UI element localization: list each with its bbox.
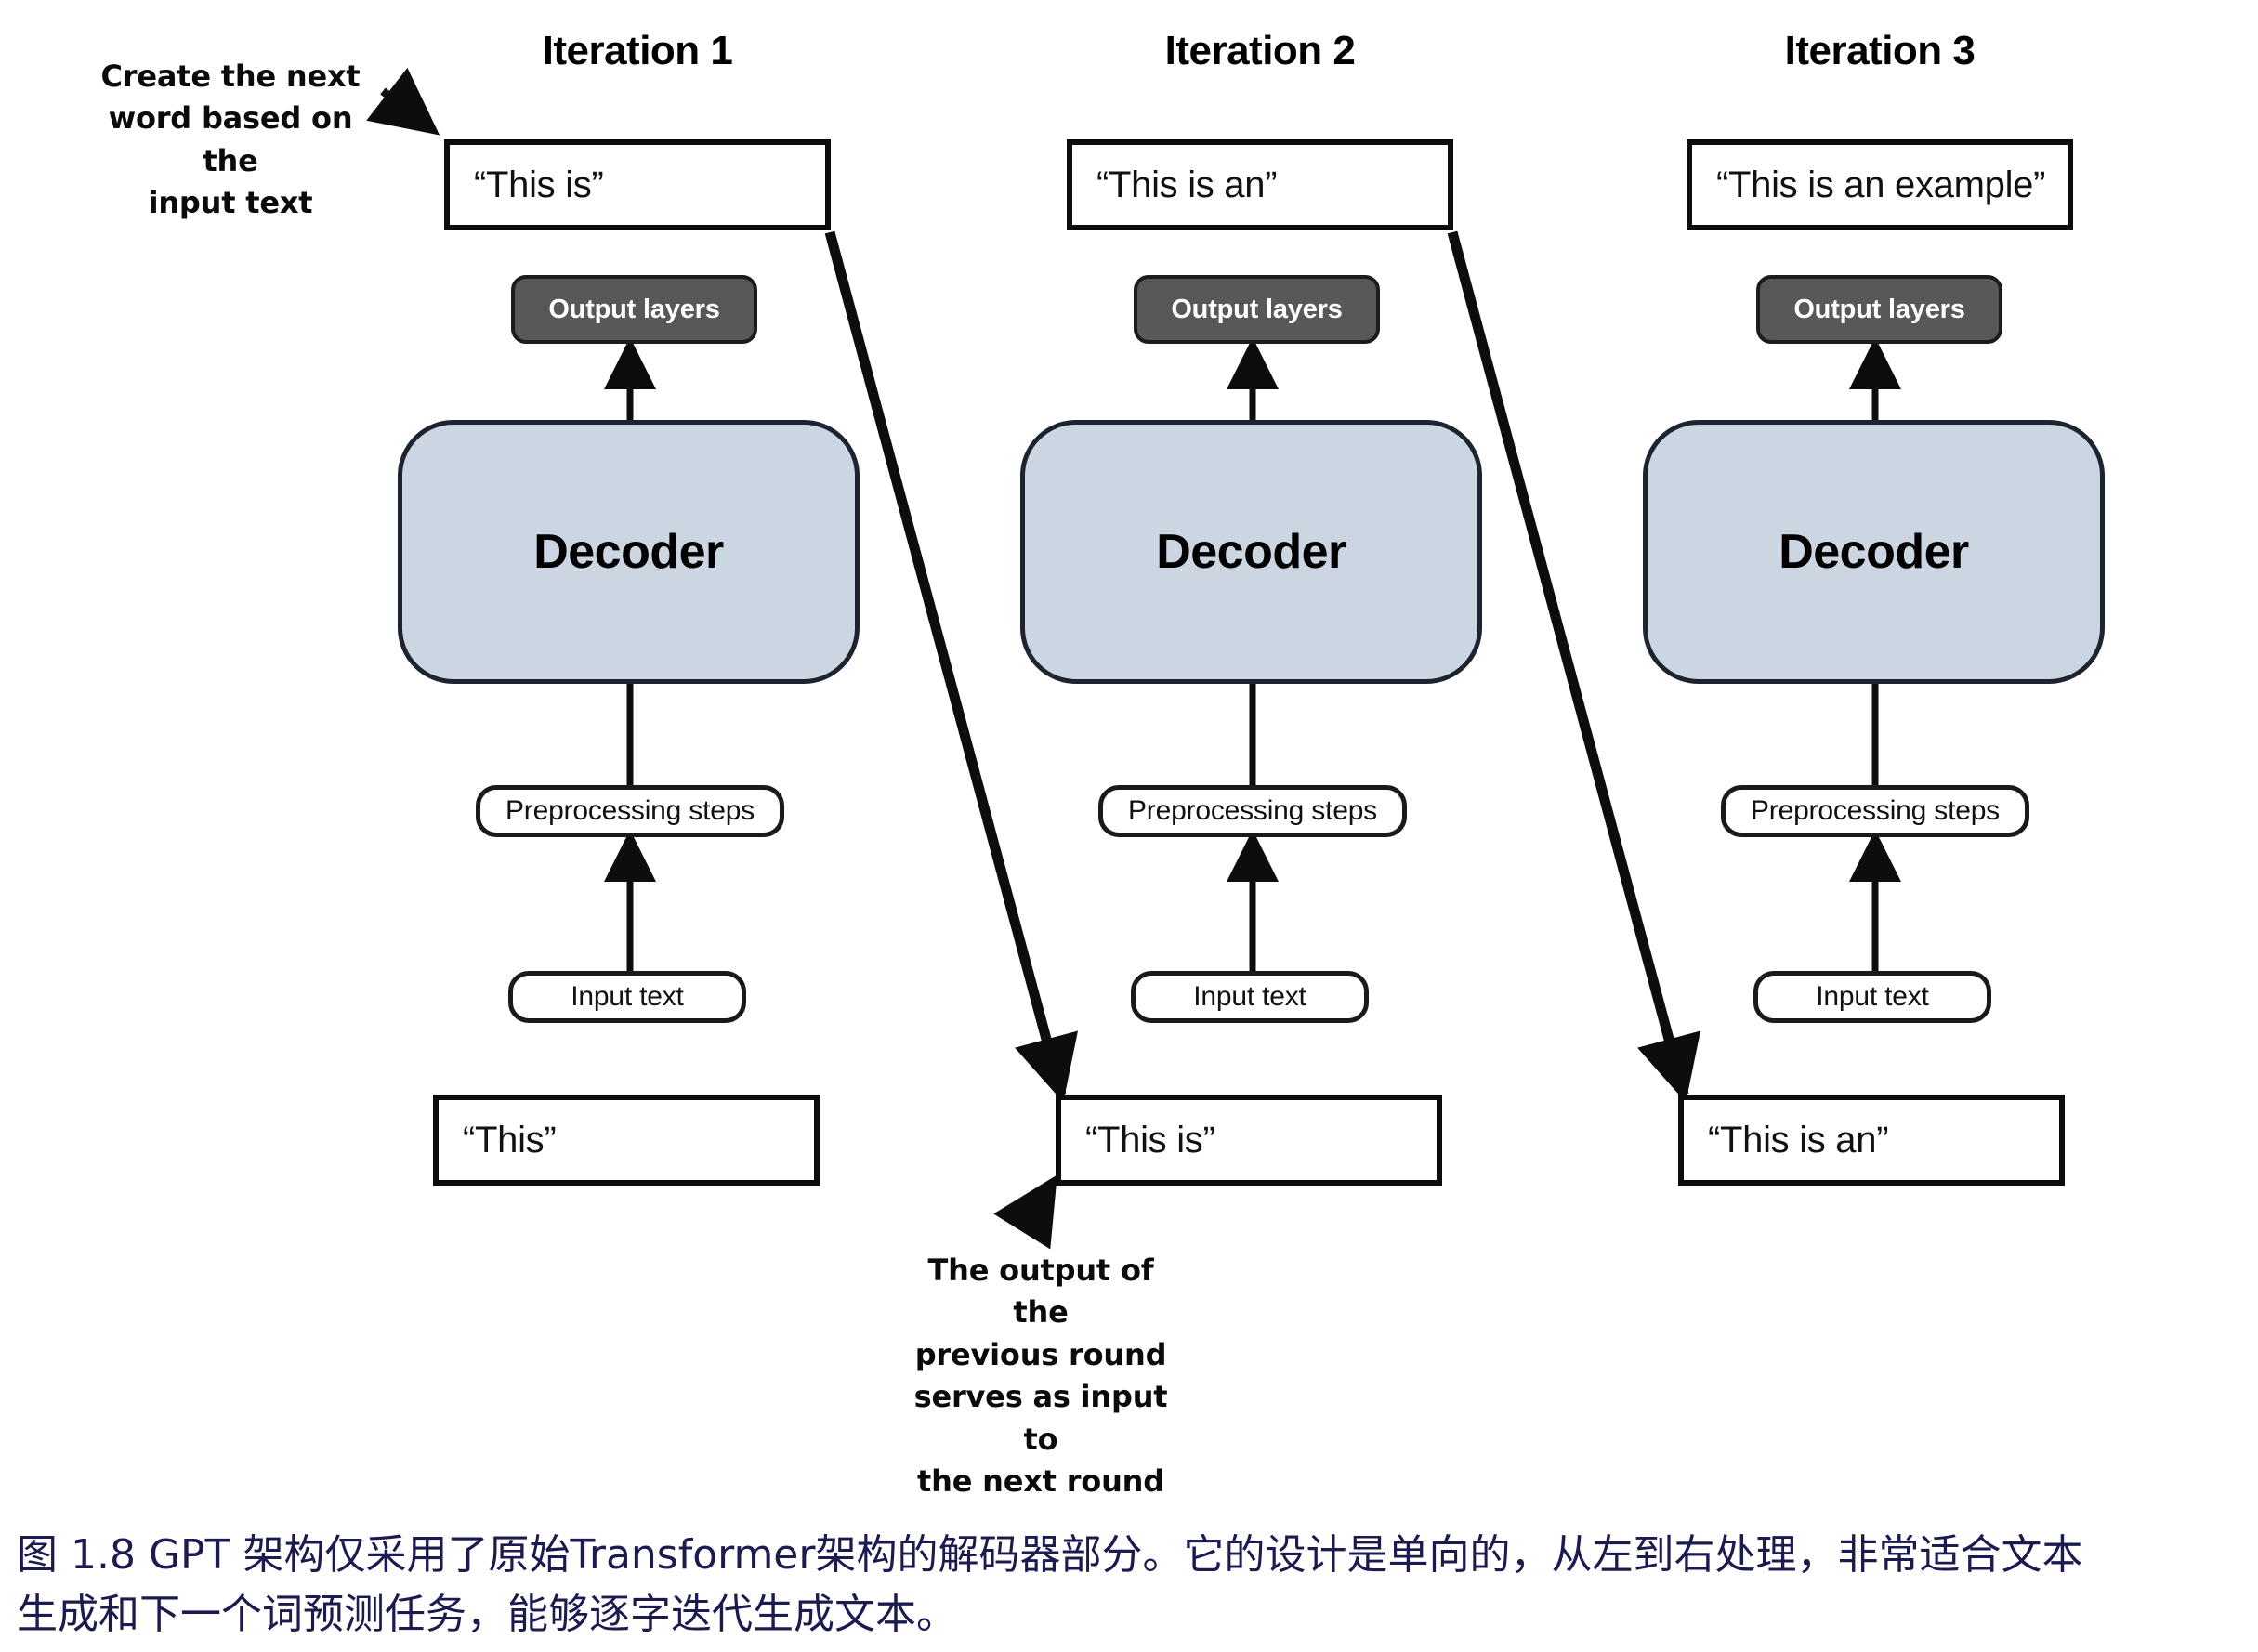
output-textbox-iteration-3: “This is an example” xyxy=(1687,139,2073,230)
decoder-iteration-2: Decoder xyxy=(1020,420,1482,684)
annotation-create-next-word-line2: word based on the xyxy=(108,100,353,178)
input-textbox-iteration-1-value: “This” xyxy=(463,1119,557,1160)
decoder-iteration-3: Decoder xyxy=(1643,420,2105,684)
output-textbox-iteration-1-value: “This is” xyxy=(474,164,604,205)
decoder-iteration-1: Decoder xyxy=(398,420,860,684)
input-text-iteration-1: Input text xyxy=(508,971,746,1023)
annotation-output-feeds-next-round-line4: the next round xyxy=(917,1463,1164,1500)
input-text-iteration-1-label: Input text xyxy=(571,981,684,1012)
input-textbox-iteration-1: “This” xyxy=(433,1095,820,1186)
input-text-iteration-2-label: Input text xyxy=(1193,981,1306,1012)
output-layers-iteration-3-label: Output layers xyxy=(1793,294,1965,324)
preprocessing-steps-iteration-2-label: Preprocessing steps xyxy=(1127,795,1377,826)
output-textbox-iteration-3-value: “This is an example” xyxy=(1716,164,2046,205)
output-layers-iteration-2-label: Output layers xyxy=(1171,294,1343,324)
diagonal-iter1-to-iter2 xyxy=(824,230,1079,1103)
output-layers-iteration-1: Output layers xyxy=(511,275,757,344)
annotation-output-feeds-next-round-line1: The output of the xyxy=(927,1252,1154,1331)
diagonal-iter2-to-iter3 xyxy=(1447,230,1701,1103)
output-layers-iteration-1-label: Output layers xyxy=(548,294,720,324)
annotation-arrow-top xyxy=(366,67,440,136)
preprocessing-steps-iteration-3: Preprocessing steps xyxy=(1721,785,2029,837)
output-layers-iteration-3: Output layers xyxy=(1756,275,2002,344)
input-textbox-iteration-2: “This is” xyxy=(1056,1095,1442,1186)
figure-caption: 图 1.8 GPT 架构仅采用了原始Transformer架构的解码器部分。它的… xyxy=(17,1526,2247,1645)
preprocessing-steps-iteration-3-label: Preprocessing steps xyxy=(1750,795,2000,826)
output-textbox-iteration-2: “This is an” xyxy=(1067,139,1453,230)
decoder-iteration-3-label: Decoder xyxy=(1779,525,1969,579)
column-title-iteration-1: Iteration 1 xyxy=(542,28,733,73)
input-textbox-iteration-3-value: “This is an” xyxy=(1708,1119,1889,1160)
decoder-iteration-2-label: Decoder xyxy=(1156,525,1346,579)
output-layers-iteration-2: Output layers xyxy=(1134,275,1380,344)
input-text-iteration-3: Input text xyxy=(1753,971,1991,1023)
decoder-iteration-1-label: Decoder xyxy=(533,525,724,579)
column-title-iteration-3: Iteration 3 xyxy=(1784,28,1976,73)
figure-caption-line2: 生成和下一个词预测任务，能够逐字迭代生成文本。 xyxy=(17,1590,957,1638)
preprocessing-steps-iteration-1-label: Preprocessing steps xyxy=(505,795,755,826)
input-textbox-iteration-2-value: “This is” xyxy=(1085,1119,1215,1160)
annotation-create-next-word: Create the next word based on the input … xyxy=(91,56,370,225)
annotation-create-next-word-line3: input text xyxy=(148,185,313,221)
column-title-iteration-2: Iteration 2 xyxy=(1164,28,1356,73)
output-textbox-iteration-2-value: “This is an” xyxy=(1096,164,1278,205)
input-textbox-iteration-3: “This is an” xyxy=(1678,1095,2065,1186)
preprocessing-steps-iteration-2: Preprocessing steps xyxy=(1098,785,1407,837)
input-text-iteration-3-label: Input text xyxy=(1816,981,1929,1012)
input-text-iteration-2: Input text xyxy=(1131,971,1369,1023)
annotation-output-feeds-next-round-line2: previous round xyxy=(914,1336,1167,1372)
output-textbox-iteration-1: “This is” xyxy=(444,139,831,230)
annotation-create-next-word-line1: Create the next xyxy=(100,59,361,94)
annotation-output-feeds-next-round: The output of the previous round serves … xyxy=(901,1250,1180,1503)
figure-caption-line1: 图 1.8 GPT 架构仅采用了原始Transformer架构的解码器部分。它的… xyxy=(17,1531,2083,1579)
annotation-output-feeds-next-round-line3: serves as input to xyxy=(913,1379,1168,1457)
preprocessing-steps-iteration-1: Preprocessing steps xyxy=(476,785,784,837)
annotation-arrow-bottom xyxy=(993,1174,1057,1250)
